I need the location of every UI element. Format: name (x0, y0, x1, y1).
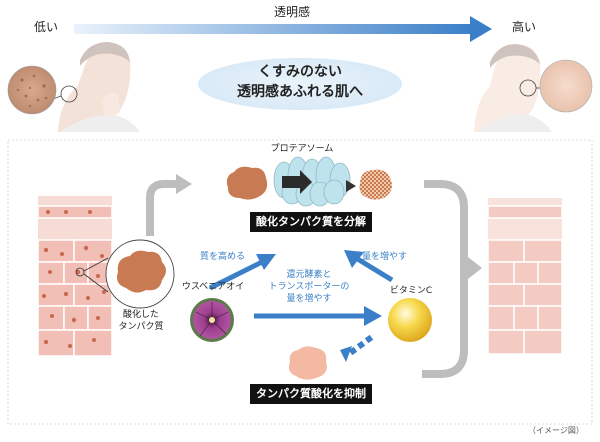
proteasome-row (226, 156, 392, 207)
center-label-2: トランスポーターの (268, 282, 350, 292)
mallow-label: ウスベニアオイ (181, 282, 245, 292)
main-panel-border (7, 139, 593, 425)
left-arrow-label: 質を高める (200, 252, 246, 262)
oxidized-protein-zoom (105, 239, 175, 309)
skin-cross-section-right (487, 198, 563, 355)
decompose-box: 酸化タンパク質を分解 (250, 212, 372, 232)
face-right-illustration (474, 44, 593, 132)
center-label-3: 量を増やす (286, 294, 332, 304)
headline-line-1: くすみのない (258, 64, 342, 80)
clarity-axis-label: 透明感 (274, 5, 311, 19)
mallow-flower-image (190, 298, 234, 342)
label-low: 低い (34, 20, 59, 34)
skin-cross-section-left (37, 196, 113, 357)
illustration-note: （イメージ図） (528, 426, 584, 435)
reduced-protein-shape (288, 346, 327, 380)
headline-bubble (198, 58, 402, 110)
face-left-illustration (7, 42, 140, 132)
clarity-axis-arrow (74, 16, 492, 42)
vitamin-c-image (388, 298, 432, 342)
oxidized-protein-label-1: 酸化した (122, 310, 159, 320)
blue-arrows (208, 250, 394, 362)
oxidized-protein-label-2: タンパク質 (118, 322, 164, 332)
vitamin-c-label: ビタミンC (389, 286, 433, 296)
flow-arrow-head-right (464, 254, 482, 282)
flow-arrow-head-top (176, 174, 192, 194)
headline-line-2: 透明感あふれる肌へ (237, 84, 363, 100)
center-label-1: 還元酵素と (286, 270, 332, 280)
suppress-box: タンパク質酸化を抑制 (250, 384, 372, 404)
label-high: 高い (512, 20, 537, 34)
right-arrow-label: 量を増やす (362, 252, 408, 262)
proteasome-label: プロテアソーム (270, 144, 334, 154)
